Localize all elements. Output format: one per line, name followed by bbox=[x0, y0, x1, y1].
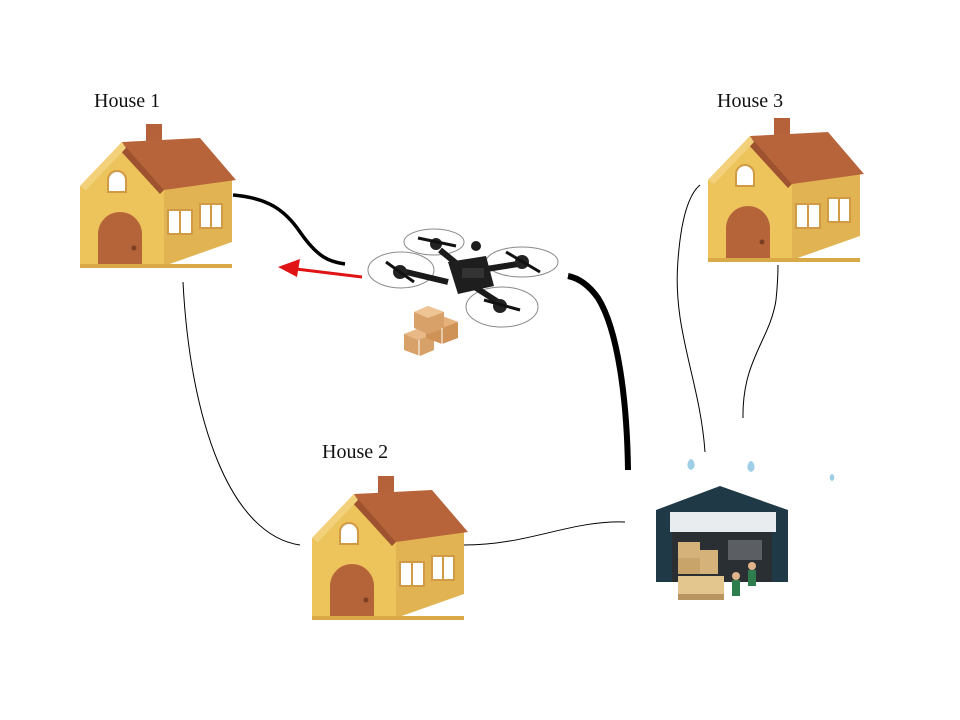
house-icon bbox=[311, 475, 469, 621]
path-warehouse-house3-b bbox=[742, 264, 779, 419]
house-1-label: House 1 bbox=[94, 90, 161, 112]
warehouse-icon bbox=[656, 459, 835, 600]
path-house2-warehouse bbox=[463, 521, 626, 546]
house-icon bbox=[79, 123, 237, 269]
connection-paths bbox=[182, 184, 779, 546]
drone-icon bbox=[367, 228, 559, 328]
house-1 bbox=[79, 123, 237, 269]
house-2-label: House 2 bbox=[322, 441, 389, 463]
house-icon bbox=[707, 117, 865, 263]
path-warehouse-house3-a bbox=[676, 184, 706, 453]
house-3 bbox=[707, 117, 865, 263]
parcels-icon bbox=[404, 306, 458, 356]
house-2 bbox=[311, 475, 469, 621]
red-arrow bbox=[278, 259, 363, 279]
active-route-warehouse-drone bbox=[567, 273, 631, 471]
house-3-label: House 3 bbox=[717, 90, 784, 112]
active-route-drone-house1 bbox=[232, 193, 346, 266]
path-house1-house2 bbox=[182, 281, 301, 546]
